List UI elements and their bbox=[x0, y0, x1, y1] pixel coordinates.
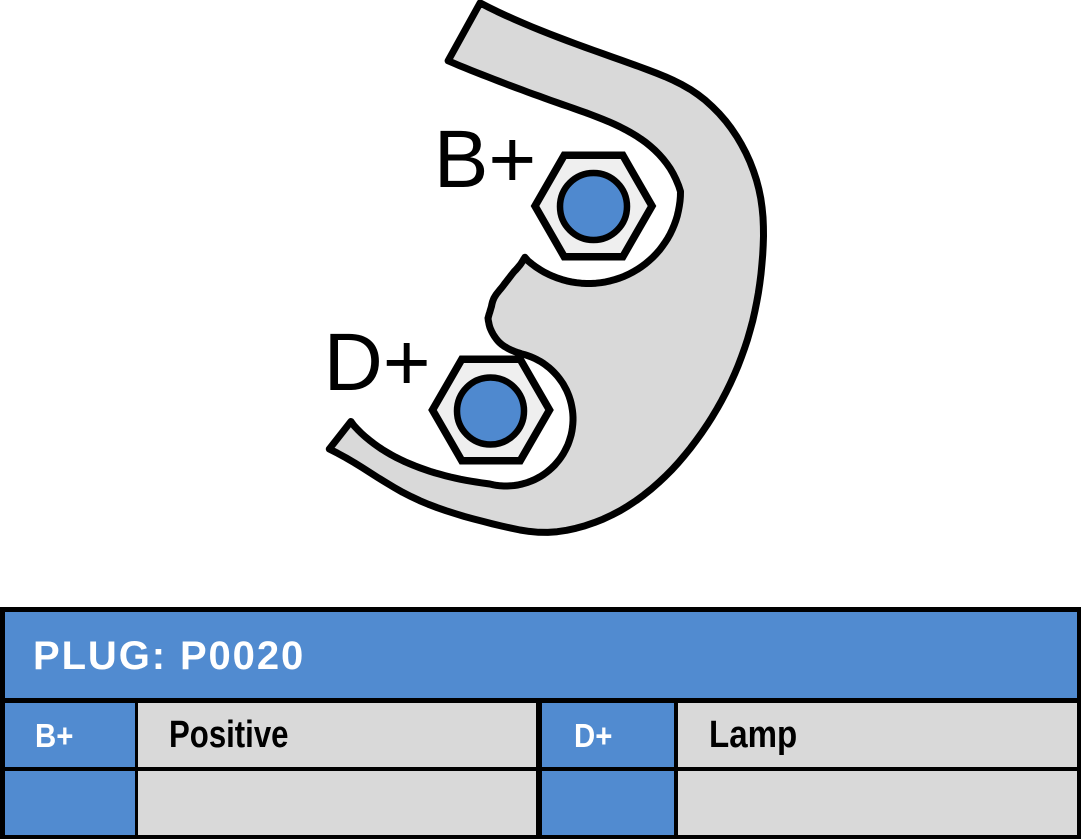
svg-text:B+: B+ bbox=[434, 114, 537, 205]
svg-text:D+: D+ bbox=[324, 317, 431, 408]
